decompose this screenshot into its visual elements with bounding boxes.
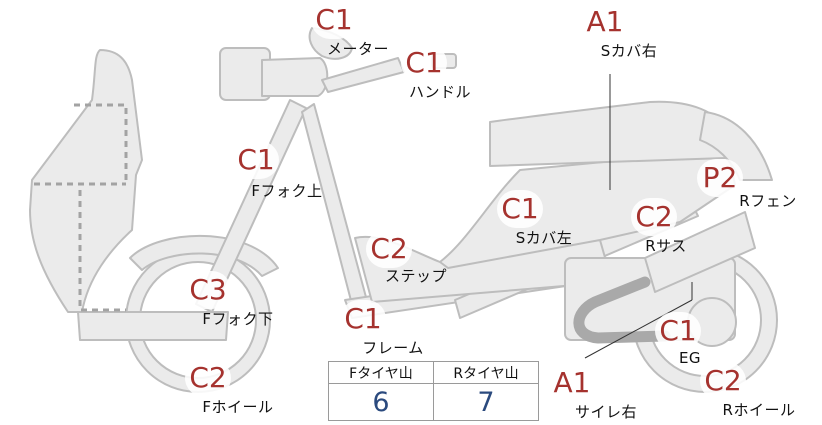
grade-badge: C1 (340, 300, 386, 338)
part-label: サイレ右 (574, 403, 638, 421)
tread-header-row: Fタイヤ山 Rタイヤ山 (328, 361, 539, 384)
frame-down-tube (301, 103, 371, 317)
grade-badge: P2 (697, 159, 743, 197)
floorboard (77, 311, 229, 341)
part-label: Rサス (645, 237, 687, 255)
grade-badge: C1 (401, 44, 447, 82)
part-label: Sカバ左 (515, 229, 573, 247)
front-tread-header: Fタイヤ山 (328, 361, 434, 384)
floor-step (354, 235, 613, 303)
rear-shock (644, 211, 756, 293)
part-label: Sカバ右 (600, 42, 658, 60)
grade-badge: C1 (497, 190, 543, 228)
grade-badge: C1 (233, 141, 279, 179)
grade-badge: C2 (631, 198, 677, 236)
handle-grip (321, 57, 405, 93)
grade-badge: A1 (549, 364, 595, 402)
grade-badge: C2 (366, 230, 412, 268)
tire-tread-table: Fタイヤ山 Rタイヤ山 6 7 (328, 361, 539, 421)
rear-tread-header: Rタイヤ山 (433, 361, 539, 384)
seat (489, 100, 726, 167)
leader-line-muffler-diag (584, 299, 693, 359)
grade-badge: C1 (311, 1, 357, 39)
grade-badge: C1 (655, 312, 701, 350)
grade-badge: C2 (700, 362, 746, 400)
part-label: EG (678, 349, 702, 367)
leg-shield (29, 49, 143, 313)
exhaust-pipe (573, 276, 671, 344)
tread-value-row: 6 7 (328, 383, 539, 421)
part-label: フレーム (362, 339, 424, 357)
part-label: Fホイール (202, 398, 274, 416)
part-label: Rフェン (739, 192, 797, 210)
grade-badge: C3 (185, 271, 231, 309)
grade-badge: C2 (185, 359, 231, 397)
leg-shield-dash-top (74, 103, 128, 180)
part-label: ステップ (384, 267, 448, 285)
side-cover (439, 149, 736, 269)
grade-badge: A1 (582, 3, 628, 41)
rear-tread-value: 7 (433, 383, 539, 421)
part-label: ハンドル (408, 83, 472, 101)
part-label: Fフォク下 (202, 310, 274, 328)
front-tread-value: 6 (328, 383, 434, 421)
part-label: Fフォク上 (251, 182, 323, 200)
part-label: メーター (326, 40, 390, 58)
rear-fender (699, 111, 773, 181)
handlebar-cover (261, 57, 329, 97)
part-label: Rホイール (722, 401, 796, 419)
